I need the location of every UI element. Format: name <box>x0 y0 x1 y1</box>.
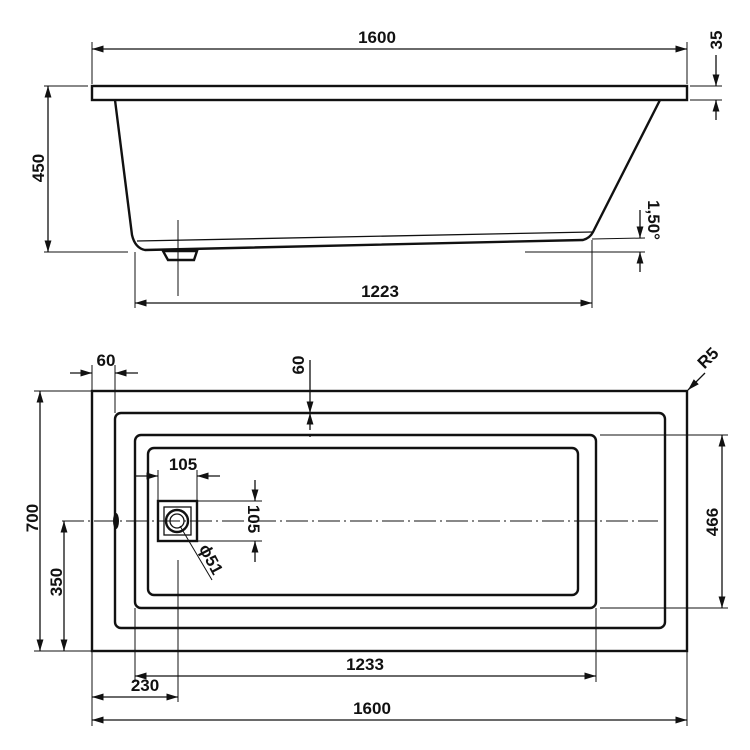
dim-drain-box-width: 105 <box>169 455 197 474</box>
drain-fitting <box>160 249 199 262</box>
dim-overall-length-side: 1600 <box>358 28 396 47</box>
plan-view: 60 60 R5 700 350 466 105 105 ϕ51 1233 23… <box>23 344 728 726</box>
dim-rim-width-top: 60 <box>289 356 308 375</box>
dim-drain-offset-x: 230 <box>131 676 159 695</box>
dim-rim-thickness: 35 <box>707 31 726 50</box>
dim-corner-radius: R5 <box>694 344 723 373</box>
dim-drain-offset-y: 350 <box>47 568 66 596</box>
dim-drain-box-height: 105 <box>244 505 263 533</box>
dim-overall-width: 700 <box>23 504 42 532</box>
tub-floor-line <box>136 231 593 242</box>
tub-body-profile <box>113 99 662 252</box>
outer-rim <box>90 389 689 653</box>
dim-bottom-slope: 1,50° <box>644 200 663 240</box>
dim-inner-length: 1233 <box>346 655 384 674</box>
drain-box <box>156 499 199 543</box>
dim-bottom-length: 1223 <box>361 282 399 301</box>
drain-hole <box>164 508 190 534</box>
dim-rim-width-left: 60 <box>97 351 116 370</box>
dim-overall-length-plan: 1600 <box>353 699 391 718</box>
dim-height: 450 <box>29 154 48 182</box>
side-view: 1600 35 450 1223 1,50° <box>29 28 726 308</box>
rim-profile <box>90 84 689 102</box>
dim-inner-width: 466 <box>703 508 722 536</box>
